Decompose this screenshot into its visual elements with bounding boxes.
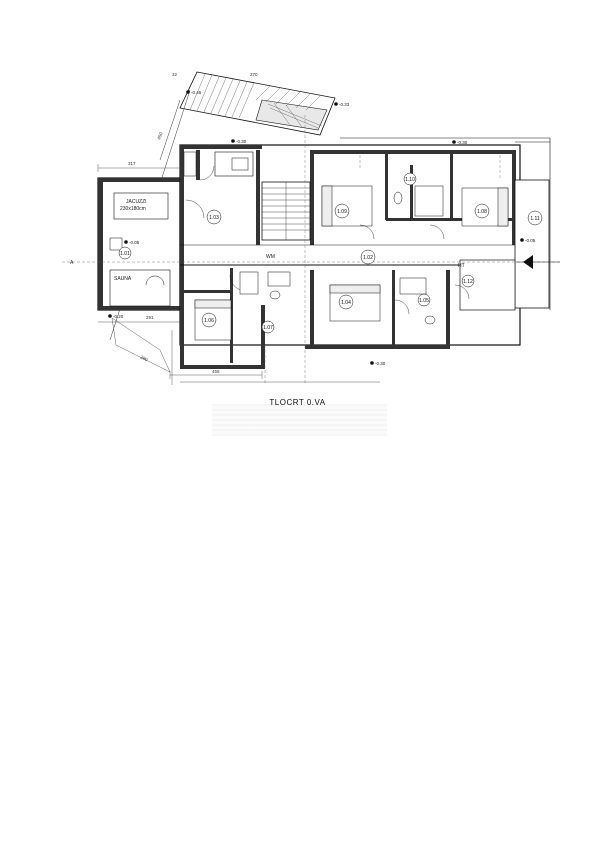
svg-text:1.07: 1.07 (263, 325, 273, 331)
plan-caption: TLOCRT 0.VA (269, 398, 326, 407)
svg-text:-0.30: -0.30 (457, 140, 468, 145)
level-labels: -0.45 -0.30 -0.33 -0.30 -0.05 -0.05 -0.3… (113, 90, 536, 366)
svg-text:317: 317 (128, 161, 136, 166)
svg-text:1.04: 1.04 (341, 300, 351, 306)
svg-text:280: 280 (140, 354, 149, 362)
svg-text:HT: HT (458, 263, 465, 269)
svg-text:291: 291 (146, 315, 154, 320)
room-1-08: 1.08 (474, 203, 490, 219)
dimension-labels: 317 270 450 280 455 291 32 (128, 72, 258, 374)
room-1-05: 1.05 (417, 293, 431, 307)
svg-text:-0.30: -0.30 (375, 361, 386, 366)
svg-text:1.09: 1.09 (337, 209, 347, 215)
svg-text:-0.33: -0.33 (339, 102, 350, 107)
terrace-hatch (179, 71, 336, 136)
room-1-09: 1.09 (334, 203, 350, 219)
room-1-10: 1.10 (403, 172, 417, 186)
caption-background (212, 404, 387, 436)
svg-text:1.08: 1.08 (477, 209, 487, 215)
room-1-03: 1.03 (206, 209, 222, 225)
svg-text:1.01: 1.01 (120, 251, 130, 257)
svg-text:A: A (70, 260, 74, 266)
svg-text:-0.30: -0.30 (236, 139, 247, 144)
svg-text:1.02: 1.02 (363, 255, 373, 261)
svg-text:270: 270 (250, 72, 258, 77)
svg-text:JACUZZI: JACUZZI (126, 199, 147, 205)
room-1-07: 1.07 (261, 320, 275, 334)
svg-text:230x180cm: 230x180cm (120, 206, 146, 212)
room-1-12: 1.12 (461, 274, 475, 288)
room-1-01: 1.01 (118, 246, 132, 260)
floor-plan-drawing: 1.03 1.09 1.10 1.08 1.11 1.02 1.01 1.06 … (62, 71, 560, 385)
svg-text:1.10: 1.10 (405, 177, 415, 183)
svg-text:1.06: 1.06 (204, 318, 214, 324)
svg-text:450: 450 (156, 131, 163, 140)
svg-text:1.12: 1.12 (463, 279, 473, 285)
svg-text:-0.05: -0.05 (129, 240, 140, 245)
room-1-02: 1.02 (360, 249, 376, 265)
svg-text:1.05: 1.05 (419, 298, 429, 304)
svg-text:455: 455 (212, 369, 220, 374)
svg-text:SAUNA: SAUNA (114, 276, 132, 282)
room-labels: 1.03 1.09 1.10 1.08 1.11 1.02 1.01 1.06 … (118, 172, 543, 334)
svg-text:WM: WM (266, 254, 275, 260)
room-1-11: 1.11 (527, 210, 543, 226)
svg-text:-0.45: -0.45 (191, 90, 202, 95)
room-1-04: 1.04 (338, 294, 354, 310)
annotation-labels: JACUZZI 230x180cm SAUNA A WM HT (70, 199, 465, 282)
walls (97, 137, 551, 369)
svg-text:1.11: 1.11 (530, 216, 540, 222)
svg-text:-0.05: -0.05 (525, 238, 536, 243)
svg-text:1.03: 1.03 (209, 215, 219, 221)
svg-text:-0.20: -0.20 (113, 314, 124, 319)
room-1-06: 1.06 (201, 312, 217, 328)
svg-text:32: 32 (172, 72, 178, 77)
